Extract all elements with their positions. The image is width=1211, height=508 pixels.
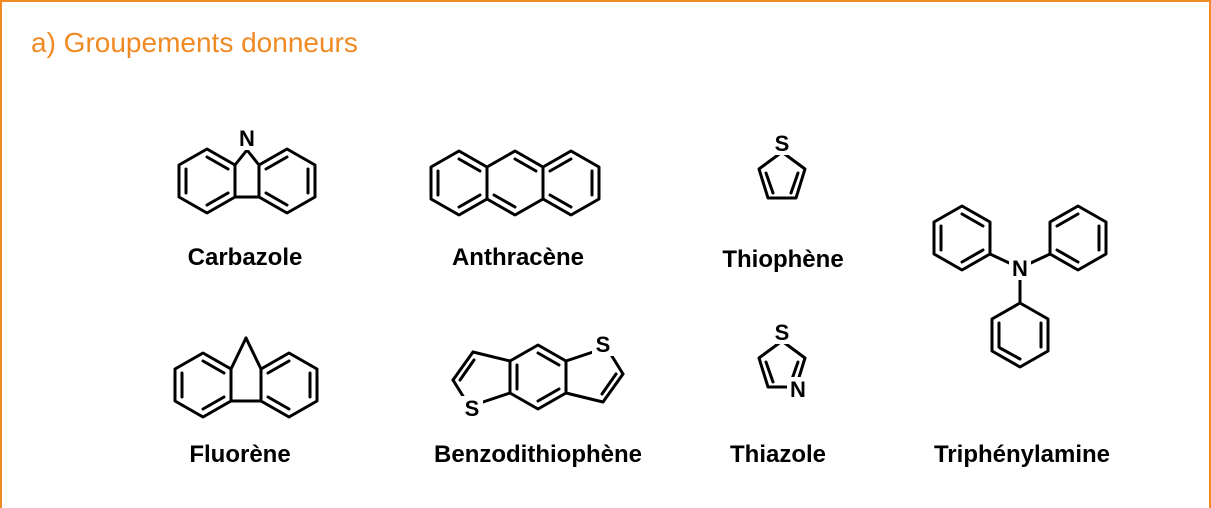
anthracene-structure	[429, 149, 601, 217]
thiophene-structure: S	[757, 131, 807, 200]
nitrogen-atom: N	[790, 377, 806, 402]
nitrogen-atom: N	[1012, 256, 1028, 281]
sulfur-atom: S	[775, 131, 790, 156]
label-triphenylamine: Triphénylamine	[933, 441, 1111, 468]
sulfur-atom: S	[465, 396, 480, 421]
label-carbazole: Carbazole	[187, 244, 303, 271]
sulfur-atom: S	[596, 332, 611, 357]
label-thiazole: Thiazole	[729, 441, 827, 468]
sulfur-atom: S	[775, 320, 790, 345]
benzodithiophene-structure: S S	[451, 332, 625, 421]
label-anthracene: Anthracène	[451, 244, 585, 271]
panel-title: a) Groupements donneurs	[31, 27, 358, 58]
thiazole-structure: S N	[757, 320, 809, 402]
label-fluorene: Fluorène	[189, 441, 291, 468]
fluorene-structure	[173, 336, 319, 419]
label-thiophene: Thiophène	[722, 246, 844, 273]
nitrogen-atom: N	[239, 126, 255, 151]
triphenylamine-structure: N	[932, 204, 1108, 369]
label-benzodithiophene: Benzodithiophène	[434, 441, 642, 468]
carbazole-structure: N	[177, 126, 317, 215]
